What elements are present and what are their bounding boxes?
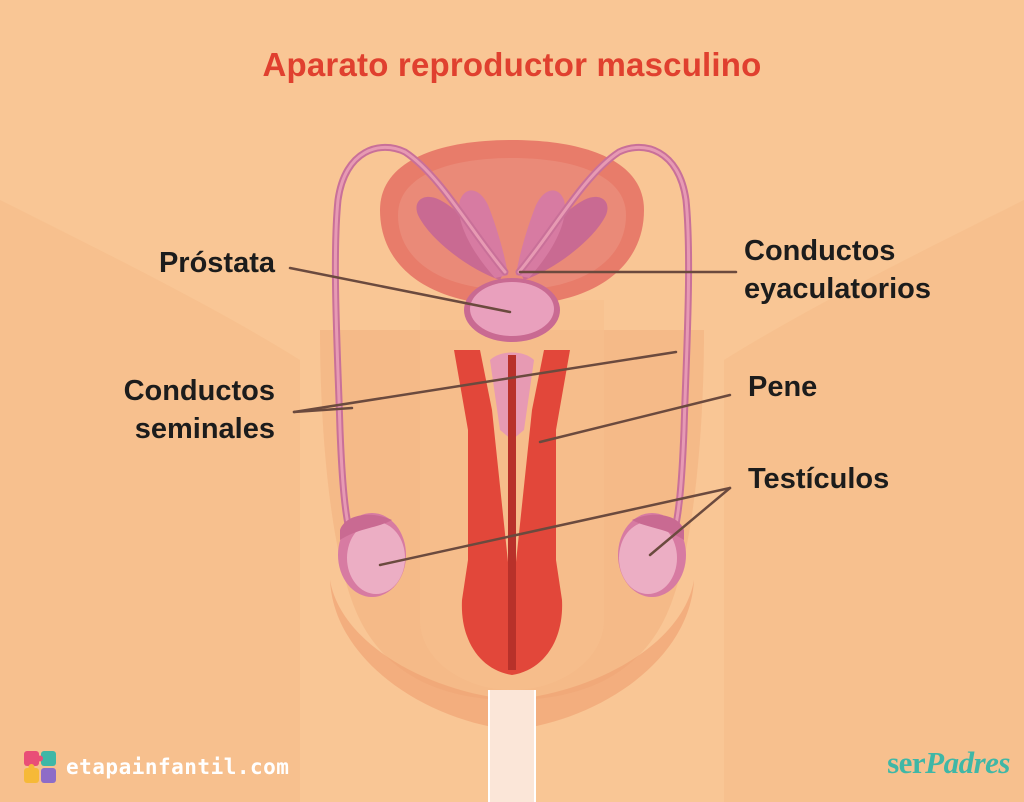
- leader-testiculos-left: [378, 486, 732, 567]
- label-pene: Pene: [748, 368, 898, 406]
- puzzle-logo-icon: [24, 751, 56, 783]
- label-testiculos-text: Testículos: [748, 463, 890, 495]
- label-conductos-eyaculatorios: Conductos eyaculatorios: [744, 232, 984, 308]
- leader-seminales-right: [292, 350, 678, 414]
- brand-logo: serPadres: [887, 745, 1010, 781]
- testicle-left: [338, 513, 406, 597]
- testicle-right: [618, 513, 686, 597]
- leader-prostata: [288, 266, 512, 314]
- brand-part1: ser: [887, 745, 926, 780]
- label-pene-text: Pene: [748, 371, 818, 403]
- label-prostata-text: Próstata: [158, 247, 275, 279]
- leader-lines: [288, 266, 738, 567]
- footer-site: etapainfantil.com: [22, 749, 289, 785]
- leader-testiculos-right: [648, 486, 732, 557]
- site-link[interactable]: etapainfantil.com: [66, 755, 290, 779]
- bladder: [380, 140, 644, 305]
- label-conductos-seminales-line2: seminales: [134, 413, 275, 445]
- seminal-ducts: [331, 143, 693, 544]
- label-conductos-seminales-line1: Conductos: [123, 375, 275, 407]
- label-conductos-eyaculatorios-line2: eyaculatorios: [744, 273, 931, 305]
- prostate: [464, 278, 560, 342]
- penis: [454, 350, 570, 802]
- leader-pene: [538, 393, 732, 444]
- brand-part2: Padres: [925, 745, 1010, 780]
- label-testiculos: Testículos: [748, 460, 948, 498]
- page-title: Aparato reproductor masculino: [262, 46, 762, 83]
- label-prostata: Próstata: [120, 244, 275, 282]
- label-conductos-seminales: Conductos seminales: [80, 372, 275, 448]
- label-conductos-eyaculatorios-line1: Conductos: [744, 235, 896, 267]
